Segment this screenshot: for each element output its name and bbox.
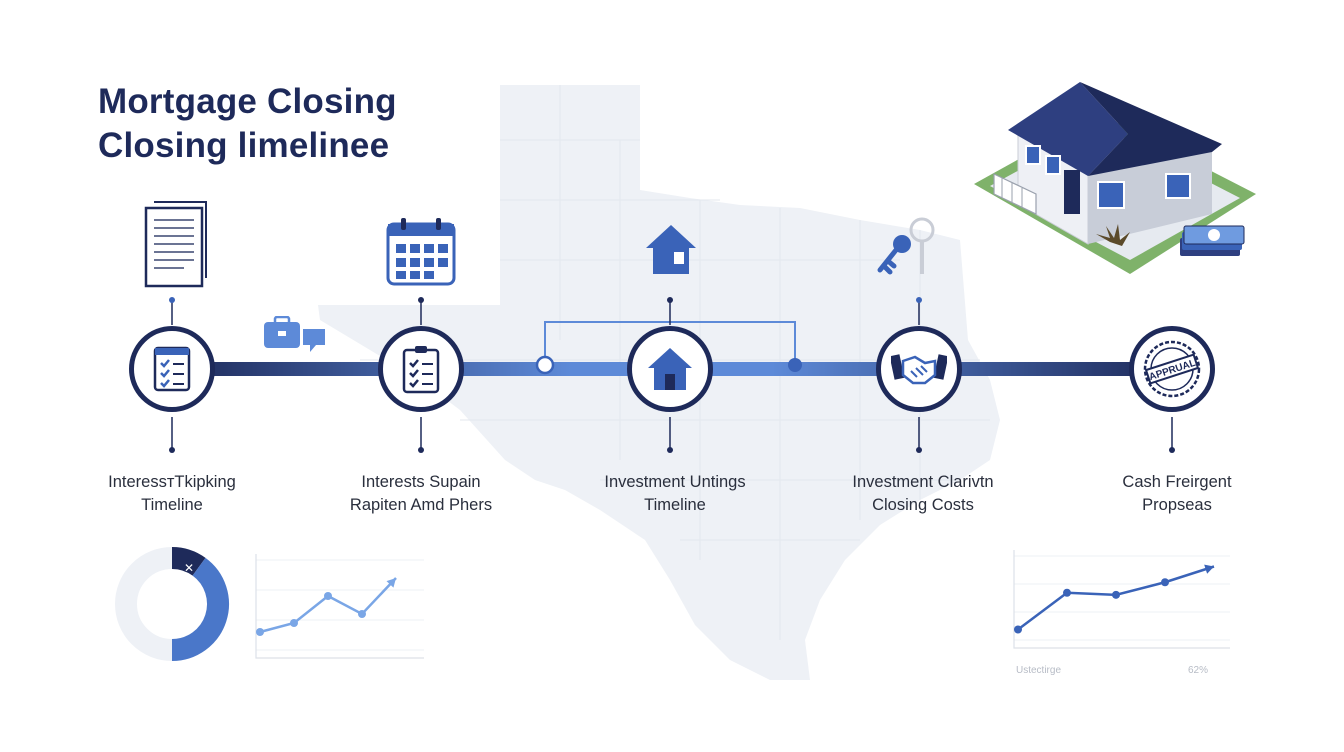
house-icon [646,225,696,274]
chart-point [324,592,332,600]
step-label-5: Cash Freirgent Propseas [1067,471,1287,517]
step-label-2: Interests Supain Rapiten Amd Phers [311,471,531,517]
step-label-2-line2: Rapiten Amd Phers [349,496,493,514]
chart-point [290,619,298,627]
document-icon [144,201,207,288]
chart-point [358,610,366,618]
calendar-icon [386,218,456,286]
timeline-node-1[interactable] [129,326,215,412]
step-label-4-line2: Closing Costs [872,496,974,514]
donut-segment-light [115,547,173,661]
chart-arrowhead [1204,564,1214,574]
step-label-3-line2: Timeline [644,496,706,514]
donut-segment-dark [171,547,206,576]
timeline-node-3[interactable] [627,326,713,412]
step-label-5-line2: Propseas [1142,496,1212,514]
chart-arrowhead [386,578,396,588]
step-label-3: Investment Untings Timeline [565,471,785,517]
line-chart-left [255,554,424,659]
approval-stamp-icon: APPRUAL [1143,340,1201,398]
chart-series-line [259,577,397,634]
step-label-4-line1: Investment Clarivtn [852,473,994,491]
title-block: Mortgage Closing Closing limelinee [98,80,397,168]
chart-point [1161,578,1169,587]
chart-right-xlabel: Ustectirge [1016,665,1062,676]
cash-stack [1180,225,1245,256]
clipboard-checklist-icon [402,346,440,394]
handshake-icon [891,354,947,385]
bracket-dot-left [535,355,555,375]
step-label-5-line1: Cash Freirgent [1122,473,1232,491]
chart-axes [255,554,424,659]
vertical-connectors [169,297,1175,453]
step-label-1-line1: InteressтTkipking [108,473,236,491]
chart-axes [1013,550,1230,649]
line-chart-right [1013,550,1230,649]
timeline-node-4[interactable] [876,326,962,412]
house-with-cash-illustration [974,82,1256,274]
step-label-4: Investment Clarivtn Closing Costs [813,471,1033,517]
chat-bubble-icon [303,329,325,352]
donut-segment-blue [171,557,229,661]
house-icon [648,348,692,390]
timeline-node-5[interactable]: APPRUAL [1129,326,1215,412]
bracket-dot-right [788,358,802,372]
page-title-line2: Closing limelinee [98,126,390,165]
timeline-node-2[interactable] [378,326,464,412]
step-label-3-line1: Investment Untings [604,473,746,491]
donut-chart: ✕ [115,547,229,661]
chart-right-value-label: 62% [1188,665,1209,676]
donut-center-mark: ✕ [184,561,194,575]
step-label-1-line2: Timeline [141,496,203,514]
page-title-line1: Mortgage Closing [98,82,397,121]
briefcase-icon [264,316,300,348]
keys-icon [877,217,935,275]
chart-point [1063,588,1071,597]
step-label-2-line1: Interests Supain [361,473,481,491]
chart-point [1112,590,1120,599]
chart-point [1014,625,1022,634]
checklist-icon [153,346,191,392]
step-label-1: InteressтTkipking Timeline [62,471,282,517]
chart-point [256,628,264,636]
